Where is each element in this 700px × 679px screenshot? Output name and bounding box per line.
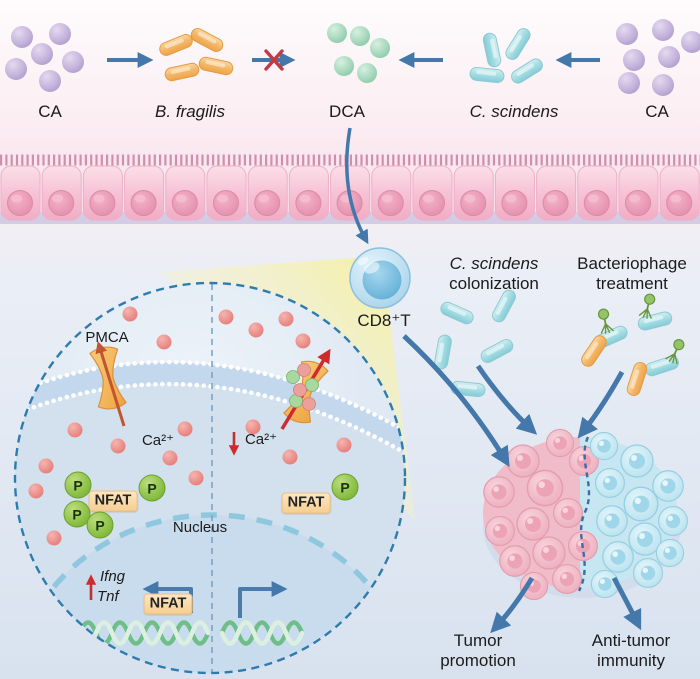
- phosphate-icon: P: [331, 473, 359, 501]
- dna-helix-right: [219, 620, 305, 646]
- arrow-cd8-to-tumor: [402, 334, 510, 467]
- label-nucleus: Nucleus: [172, 519, 228, 536]
- arrow-tumor-promotion: [490, 576, 535, 634]
- nfat-nucleus: NFAT: [143, 593, 193, 615]
- label-ca-right: CA: [645, 102, 669, 121]
- label-b-fragilis: B. fragilis: [155, 102, 225, 121]
- label-ca-ion-right: Ca²⁺: [244, 431, 278, 448]
- label-tnf: Tnf: [97, 588, 119, 605]
- plasma-membrane: [15, 362, 405, 456]
- phosphate-icon: P: [86, 511, 114, 539]
- nfat-left: NFAT: [88, 490, 138, 512]
- label-antitumor-immunity: Anti-tumor immunity: [591, 631, 671, 670]
- phosphate-icon: P: [64, 471, 92, 499]
- intestinal-epithelium: [0, 154, 700, 224]
- arrow-phage-to-tumor: [577, 370, 625, 439]
- label-tumor-promotion: Tumor promotion: [440, 631, 516, 670]
- label-cd8t: CD8⁺T: [357, 311, 411, 330]
- tumor-divider: [577, 436, 591, 592]
- blocked-cross-icon: [264, 49, 284, 71]
- cd8-cell-inset: [13, 281, 407, 675]
- arrow-colonization-to-tumor: [475, 364, 538, 435]
- inset-circle-border: [13, 281, 407, 675]
- label-dca: DCA: [329, 102, 365, 121]
- label-ca-ion-left: Ca²⁺: [141, 432, 175, 449]
- label-pmca: PMCA: [85, 329, 129, 346]
- label-colonization: C. scindens colonization: [449, 254, 539, 293]
- nfat-right: NFAT: [281, 492, 331, 514]
- phosphate-icon: P: [138, 474, 166, 502]
- label-ifng: Ifng: [100, 568, 126, 585]
- cd8-t-cell-icon: [349, 247, 411, 309]
- arrow-antitumor-immunity: [611, 576, 642, 631]
- label-c-scindens: C. scindens: [469, 102, 559, 121]
- tumor-icon: [483, 428, 688, 601]
- pump-bound-molecules: [286, 363, 319, 411]
- label-phage-treatment: Bacteriophage treatment: [577, 254, 687, 293]
- arrow-dca-to-cd8: [345, 127, 369, 245]
- label-ca-left: CA: [38, 102, 62, 121]
- ca-efflux-arrow-left: [95, 340, 126, 427]
- transcription-arrow-right: [238, 581, 288, 618]
